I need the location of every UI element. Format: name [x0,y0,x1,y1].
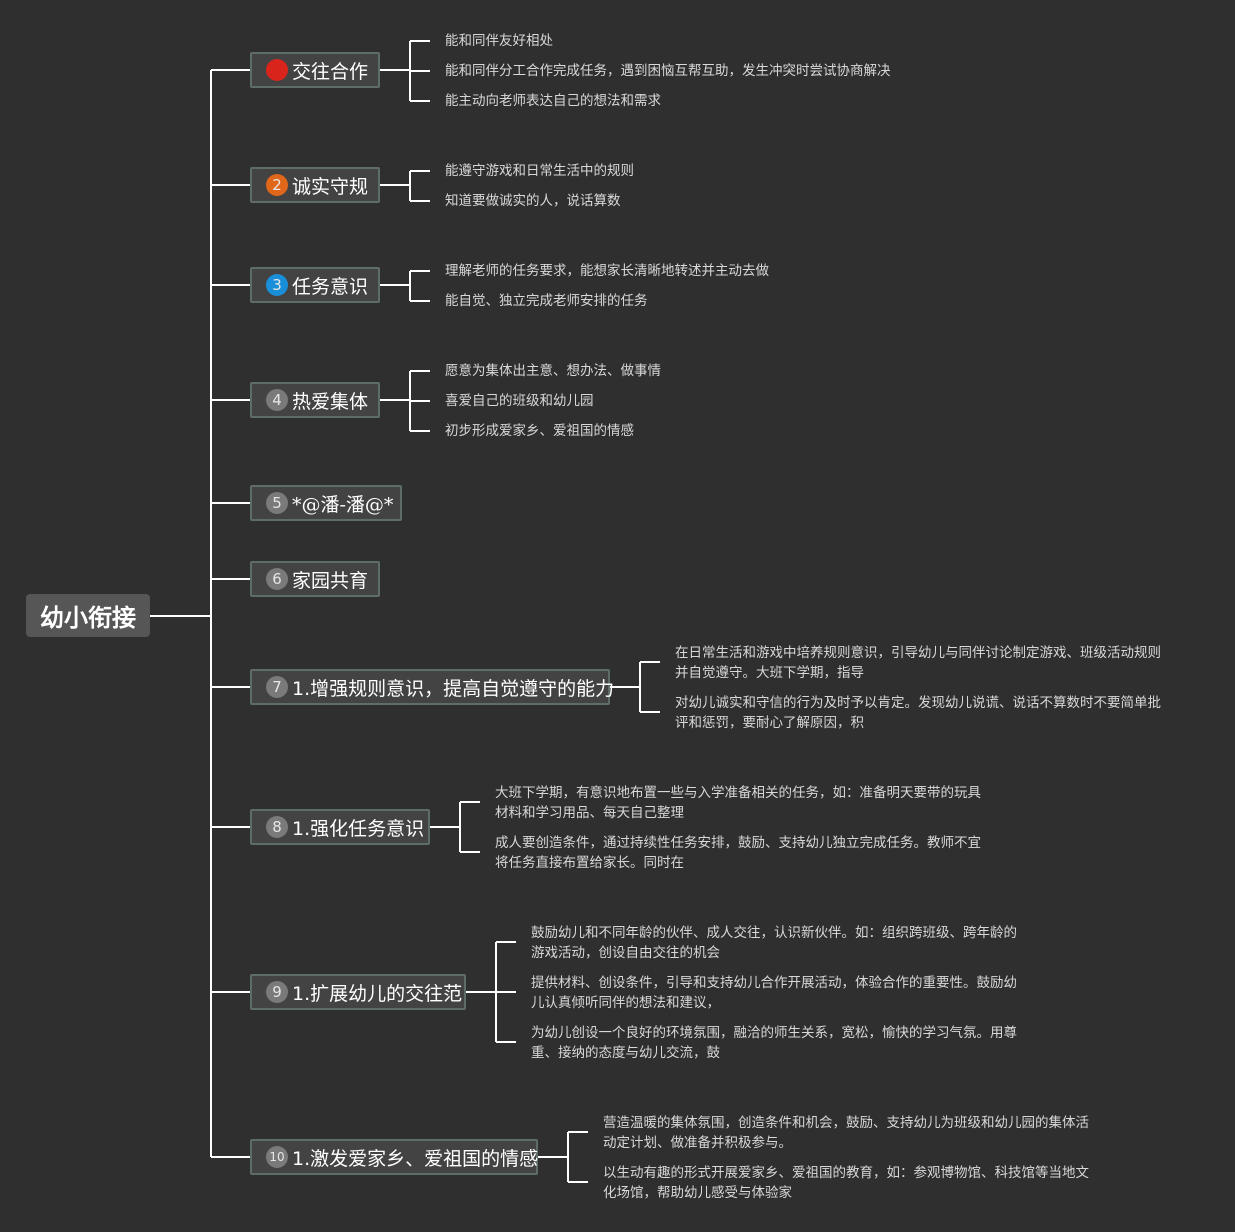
branch-node-9[interactable]: 9 1.扩展幼儿的交往范 [250,974,466,1010]
branch-node-6[interactable]: 6 家园共育 [250,561,380,597]
branch-node-8[interactable]: 8 1.强化任务意识 [250,809,430,845]
leaf-1-3: 能主动向老师表达自己的想法和需求 [445,93,661,109]
branch-label-2: 诚实守规 [292,175,369,198]
root-node[interactable]: 幼小衔接 [26,594,150,637]
leaf-9-2: 提供材料、创设条件，引导和支持幼儿合作开展活动，体验合作的重要性。鼓励幼儿认真倾… [531,975,1017,1011]
badge-6: 6 [266,568,288,590]
leaf-4-1: 愿意为集体出主意、想办法、做事情 [445,363,661,379]
branch-node-3[interactable]: 3 任务意识 [250,267,380,303]
leaf-1-1: 能和同伴友好相处 [445,33,553,49]
badge-2: 2 [266,174,288,196]
branch-label-7: 1.增强规则意识，提高自觉遵守的能力 [292,677,615,700]
leaf-7-2: 对幼儿诚实和守信的行为及时予以肯定。发现幼儿说谎、说话不算数时不要简单批评和惩罚… [675,695,1161,731]
branch-label-4: 热爱集体 [292,390,369,413]
badge-3: 3 [266,274,288,296]
leaf-9-3: 为幼儿创设一个良好的环境氛围，融洽的师生关系，宽松，愉快的学习气氛。用尊重、接纳… [531,1025,1017,1061]
leaf-2-2: 知道要做诚实的人，说话算数 [445,193,621,209]
badge-7: 7 [266,676,288,698]
leaf-1-2: 能和同伴分工合作完成任务，遇到困恼互帮互助，发生冲突时尝试协商解决 [445,63,891,79]
branch-node-7[interactable]: 7 1.增强规则意识，提高自觉遵守的能力 [250,669,614,705]
badge-10: 10 [266,1146,288,1168]
branch-node-4[interactable]: 4 热爱集体 [250,382,380,418]
branch-node-2[interactable]: 2 诚实守规 [250,167,380,203]
branch-label-5: *@潘-潘@* [292,493,394,516]
leaf-10-1: 营造温暖的集体氛围，创造条件和机会，鼓励、支持幼儿为班级和幼儿园的集体活动定计划… [603,1115,1089,1151]
leaf-3-1: 理解老师的任务要求，能想家长清晰地转述并主动去做 [445,263,769,279]
leaf-2-1: 能遵守游戏和日常生活中的规则 [445,163,634,179]
leaf-4-2: 喜爱自己的班级和幼儿园 [445,393,594,409]
leaf-9-1: 鼓励幼儿和不同年龄的伙伴、成人交往，认识新伙伴。如：组织跨班级、跨年龄的游戏活动… [531,925,1017,961]
leaf-8-1: 大班下学期，有意识地布置一些与入学准备相关的任务，如：准备明天要带的玩具材料和学… [495,785,981,821]
leaf-4-3: 初步形成爱家乡、爱祖国的情感 [445,423,634,439]
branch-label-9: 1.扩展幼儿的交往范 [292,982,463,1005]
branch-label-1: 交往合作 [292,60,369,83]
branch-label-6: 家园共育 [292,569,369,592]
branch-node-1[interactable]: 1 交往合作 [250,52,380,88]
branch-node-5[interactable]: 5 *@潘-潘@* [250,485,402,521]
leaf-3-2: 能自觉、独立完成老师安排的任务 [445,293,648,309]
branch-node-10[interactable]: 10 1.激发爱家乡、爱祖国的情感 [250,1139,538,1175]
badge-1: 1 [266,59,288,81]
badge-8: 8 [266,816,288,838]
badge-4: 4 [266,389,288,411]
leaf-7-1: 在日常生活和游戏中培养规则意识，引导幼儿与同伴讨论制定游戏、班级活动规则并自觉遵… [675,645,1161,681]
branch-label-10: 1.激发爱家乡、爱祖国的情感 [292,1147,539,1170]
branch-label-3: 任务意识 [292,275,369,298]
branch-label-8: 1.强化任务意识 [292,817,425,840]
badge-5: 5 [266,492,288,514]
root-label: 幼小衔接 [40,604,136,632]
badge-9: 9 [266,981,288,1003]
leaf-10-2: 以生动有趣的形式开展爱家乡、爱祖国的教育，如：参观博物馆、科技馆等当地文化场馆，… [603,1165,1089,1201]
leaf-8-2: 成人要创造条件，通过持续性任务安排，鼓励、支持幼儿独立完成任务。教师不宜将任务直… [495,835,981,871]
